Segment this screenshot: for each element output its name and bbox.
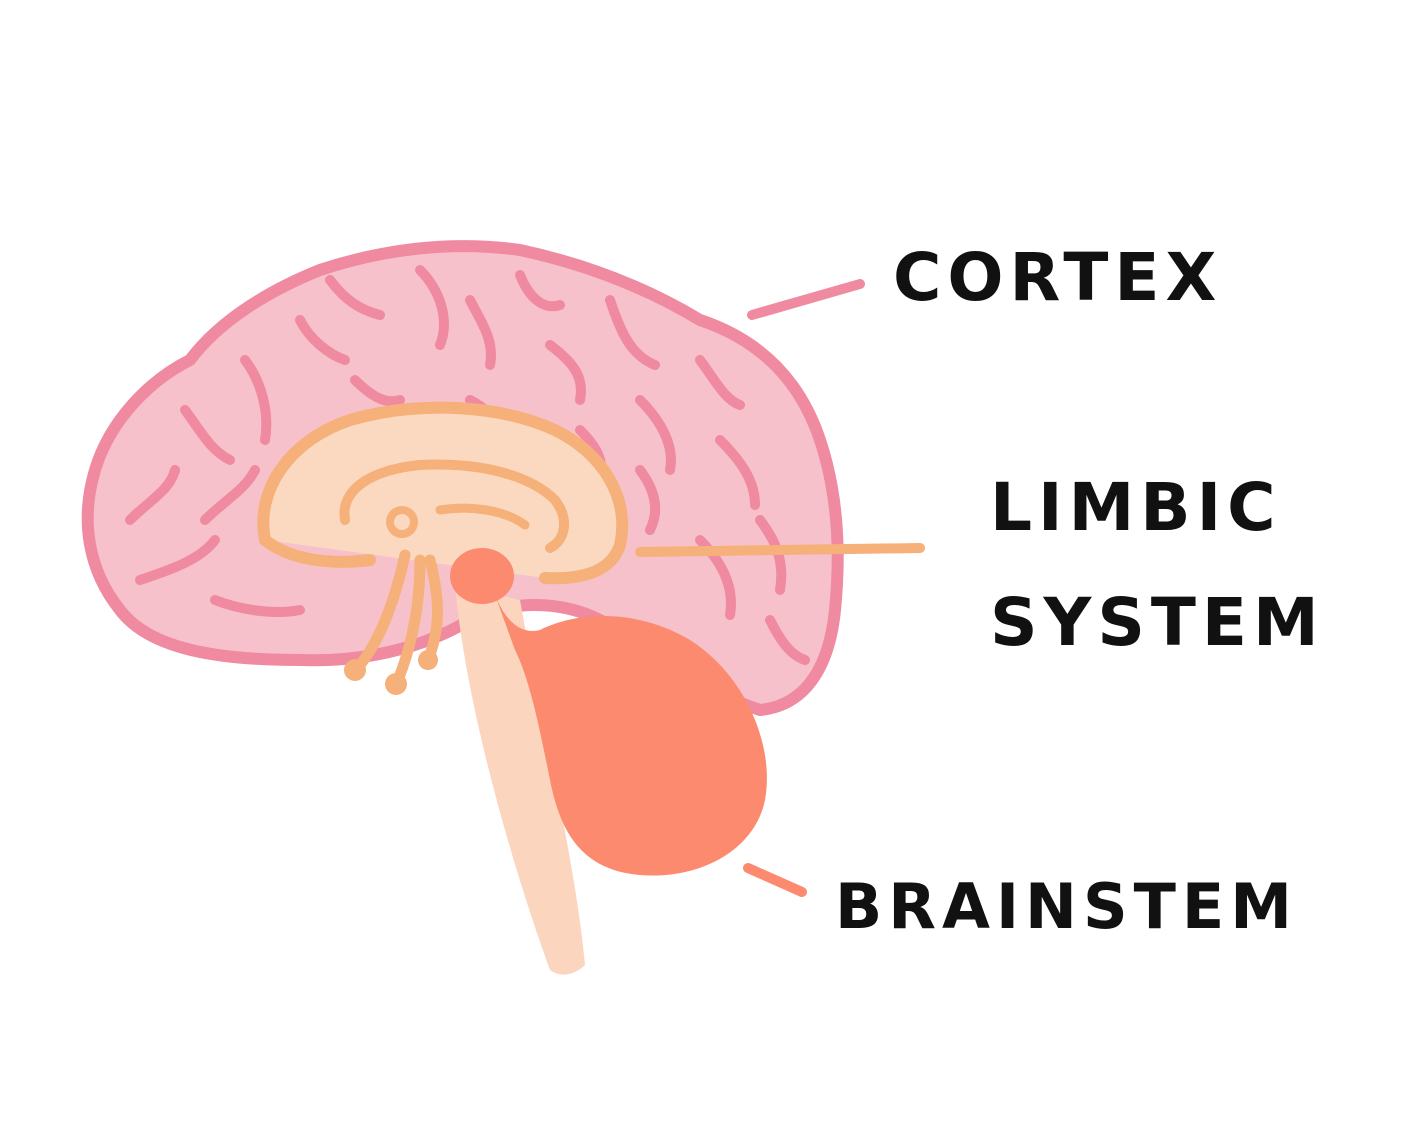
brainstem-label: BRAINSTEM — [835, 870, 1298, 943]
limbic-label-line2: SYSTEM — [990, 584, 1325, 661]
brainstem-shaft — [455, 585, 585, 975]
brainstem-pointer-line — [743, 863, 807, 897]
limbic-bulb-2 — [385, 673, 407, 695]
limbic-bulb-1 — [344, 659, 366, 681]
cerebellum-shape — [495, 595, 767, 876]
limbic-inner-arc — [339, 459, 569, 553]
limbic-lower-edge — [259, 534, 376, 568]
limbic-center-loop — [386, 506, 418, 538]
brainstem-region — [450, 548, 767, 876]
pons-top — [450, 548, 514, 604]
cortex-label: CORTEX — [893, 239, 1222, 316]
limbic-pointer-line — [635, 543, 925, 557]
limbic-outer-arc — [257, 401, 629, 585]
limbic-region — [257, 401, 629, 695]
limbic-label-line1: LIMBIC — [990, 469, 1282, 546]
limbic-bulb-3 — [418, 650, 438, 670]
cortex-pointer-line — [747, 279, 865, 320]
limbic-inner-arc-2 — [435, 503, 530, 530]
